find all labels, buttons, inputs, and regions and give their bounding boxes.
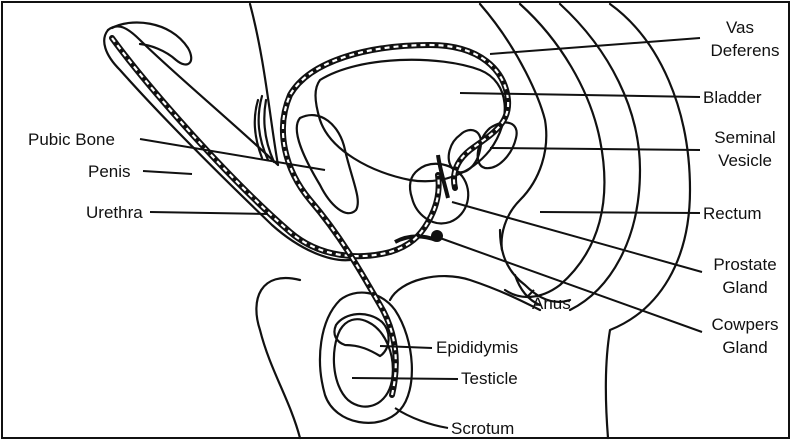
- pubic-bone-label: Pubic Bone: [28, 130, 115, 149]
- vas-deferens-leader: [490, 38, 700, 54]
- penis-leader: [143, 171, 192, 174]
- bladder-label: Bladder: [703, 88, 762, 107]
- urethra-leader: [150, 212, 268, 214]
- scrotum-label: Scrotum: [451, 419, 514, 438]
- urethra-label: Urethra: [86, 203, 143, 222]
- cowpers-gland-leader: [440, 238, 702, 332]
- vas-deferens-label-line2: Deferens: [711, 41, 780, 60]
- penis-label: Penis: [88, 162, 131, 181]
- back-outline-1: [505, 4, 604, 297]
- epididymis-label: Epididymis: [436, 338, 518, 357]
- scrotum-leader: [395, 408, 448, 428]
- testicle-label: Testicle: [461, 369, 518, 388]
- buttock-outline: [606, 4, 690, 438]
- pubic-hair: [255, 96, 274, 162]
- pubic-bone-leader: [140, 139, 325, 170]
- thigh-outline: [256, 278, 300, 438]
- cowpers-gland-label-line1: Cowpers: [711, 315, 778, 334]
- cowpers-gland-dot: [431, 230, 443, 242]
- prostate-gland-label-line1: Prostate: [713, 255, 776, 274]
- prostate-gland-label-line2: Gland: [722, 278, 767, 297]
- seminal-vesicle-label-line1: Seminal: [714, 128, 775, 147]
- cowpers-gland-label-line2: Gland: [722, 338, 767, 357]
- vas-deferens-label-line1: Vas: [726, 18, 754, 37]
- seminal-vesicle-label-line2: Vesicle: [718, 151, 772, 170]
- bladder-shape: [316, 60, 505, 181]
- testicle-leader: [352, 378, 458, 379]
- testicle-shape: [334, 319, 393, 406]
- perineum-outline: [500, 230, 570, 302]
- seminal-vesicle-leader: [490, 148, 700, 150]
- rectum-label: Rectum: [703, 204, 762, 223]
- rectum-leader: [540, 212, 700, 213]
- bladder-leader: [460, 93, 700, 97]
- back-outline-2: [560, 4, 640, 310]
- anus-label: Anus: [532, 294, 571, 313]
- penis-shaft-outline: [104, 30, 350, 260]
